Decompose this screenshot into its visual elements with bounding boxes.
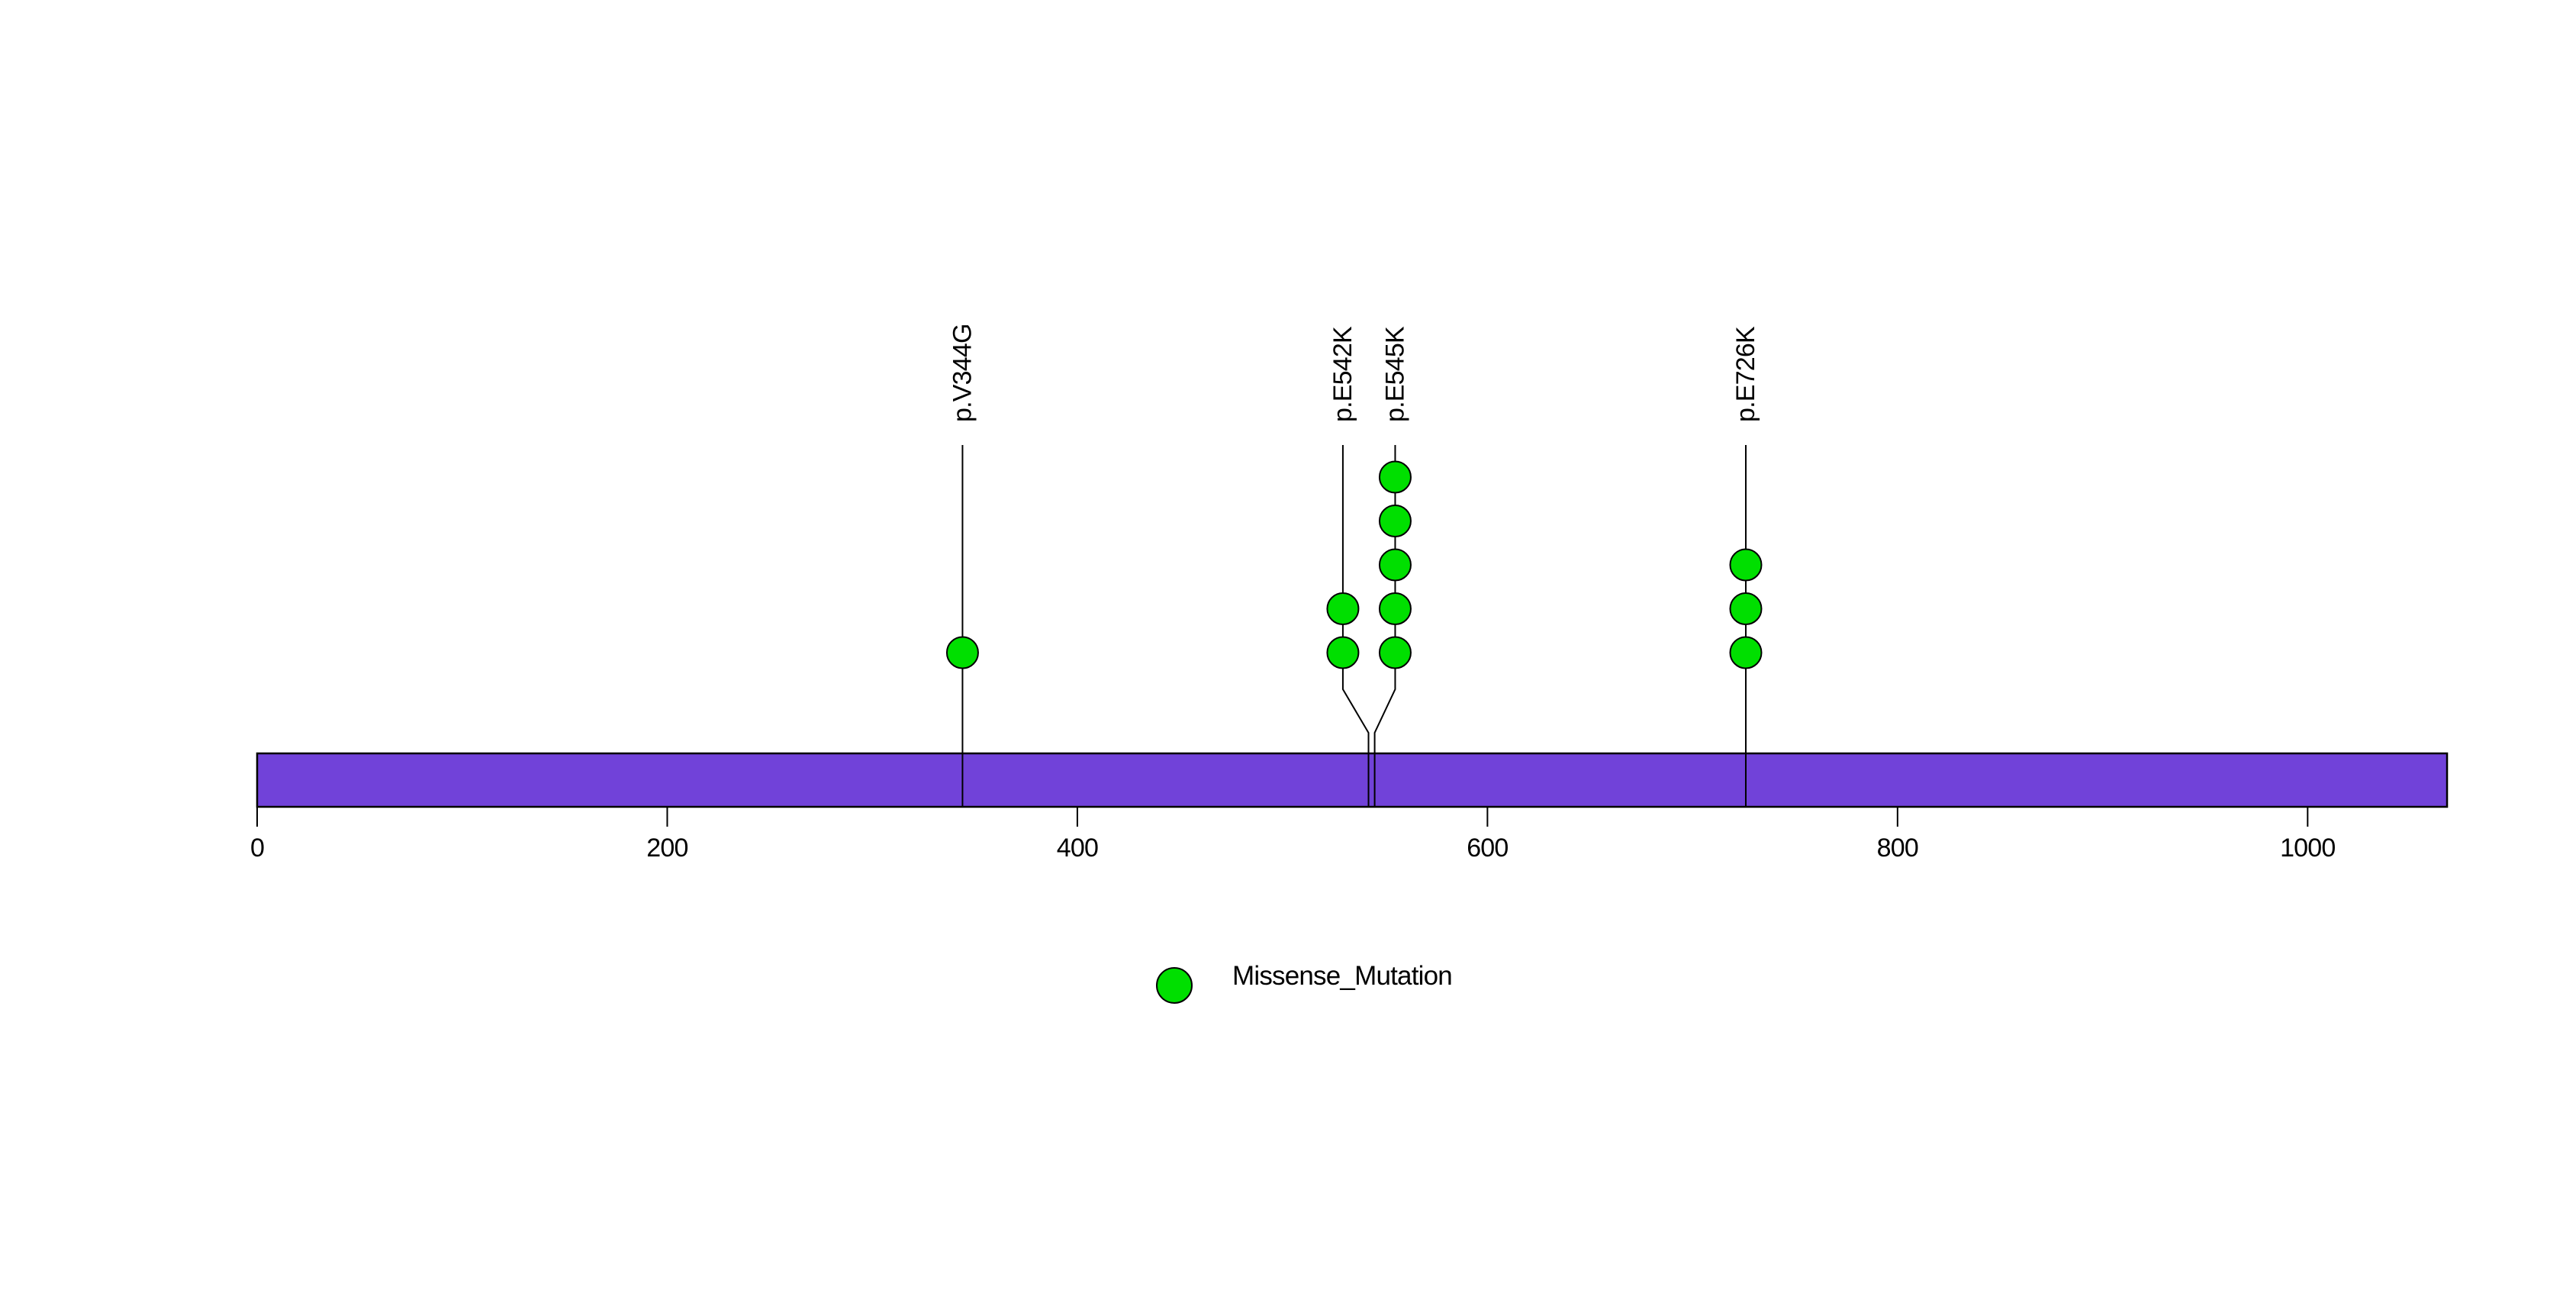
mutation-dot <box>1378 592 1412 625</box>
mutation-label: p.E542K <box>1328 326 1357 422</box>
mutation-label: p.E545K <box>1380 326 1409 422</box>
mutation-label: p.E726K <box>1731 326 1760 422</box>
mutation-dot <box>1729 592 1763 625</box>
mutation-dot <box>1326 592 1360 625</box>
axis-tick-label: 200 <box>646 834 687 863</box>
protein-bar <box>256 752 2449 808</box>
mutation-dot <box>1326 636 1360 669</box>
mutation-label: p.V344G <box>948 324 977 422</box>
mutation-stem <box>1341 445 1370 806</box>
axis-tick-label: 0 <box>250 834 264 863</box>
legend-swatch <box>1156 967 1193 1004</box>
axis-tick-label: 800 <box>1877 834 1918 863</box>
mutation-dot <box>1378 505 1412 537</box>
legend-label: Missense_Mutation <box>1232 961 1452 991</box>
mutation-dot <box>945 636 979 669</box>
axis-tick-label: 1000 <box>2280 834 2335 863</box>
axis-tick-label: 600 <box>1467 834 1508 863</box>
mutation-dot <box>1378 460 1412 494</box>
axis-tick-label: 400 <box>1057 834 1098 863</box>
mutation-stem <box>1373 445 1396 806</box>
mutation-dot <box>1378 548 1412 582</box>
mutation-dot <box>1729 548 1763 582</box>
mutation-dot <box>1729 636 1763 669</box>
mutation-dot <box>1378 636 1412 669</box>
